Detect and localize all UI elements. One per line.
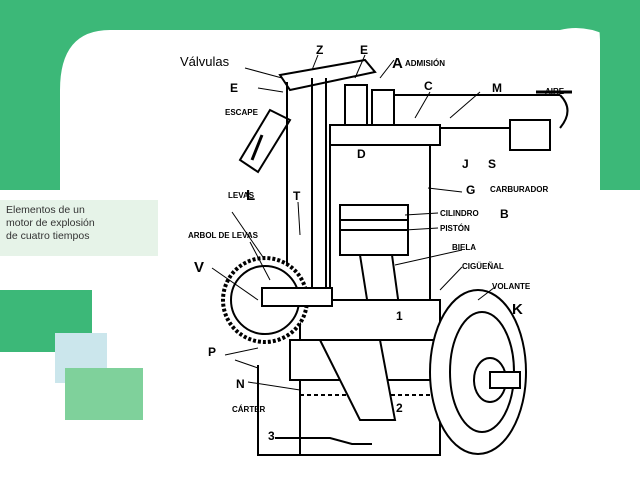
letter-z: Z: [316, 43, 323, 57]
crank-web: [318, 339, 397, 421]
label-admision: ADMISIÓN: [405, 59, 445, 68]
label-escape: ESCAPE: [225, 108, 259, 117]
label-ciguenal: CIGÜEÑAL: [462, 262, 504, 271]
letter-m: M: [492, 81, 502, 95]
letter-c: C: [424, 79, 433, 93]
letter-g: G: [466, 183, 475, 197]
top-green-banner: [0, 0, 640, 190]
label-piston: PISTÓN: [440, 224, 470, 233]
letter-s: S: [488, 157, 496, 171]
exhaust-pipe: [238, 108, 292, 174]
light-green-block: [65, 368, 143, 420]
letter-d: D: [357, 147, 366, 161]
caption-box: Elementos de un motor de explosión de cu…: [0, 200, 158, 256]
carburetor-body: [509, 119, 551, 151]
letter-e-left: E: [230, 81, 238, 95]
letter-t: T: [293, 189, 301, 203]
number-3: 3: [268, 429, 275, 443]
caption-line-3: de cuatro tiempos: [6, 230, 90, 242]
cylinder-head: [329, 124, 441, 146]
output-shaft: [489, 371, 521, 389]
letter-a: A: [392, 55, 403, 72]
label-cilindro: CILINDRO: [440, 209, 479, 218]
label-aire: AIRE: [545, 87, 565, 96]
letter-v: V: [194, 259, 204, 276]
number-1: 1: [396, 309, 403, 323]
letter-k: K: [512, 301, 523, 318]
label-volante: VOLANTE: [492, 282, 531, 291]
camshaft: [261, 287, 333, 307]
label-arbol-de-levas: ARBOL DE LEVAS: [188, 231, 259, 240]
right-green-edge: [598, 0, 640, 190]
caption-line-2: motor de explosión: [6, 217, 95, 229]
label-levas: LEVAS: [228, 191, 255, 200]
oil-line: [257, 365, 372, 456]
letter-e-top: E: [360, 43, 368, 57]
letter-l: L: [246, 187, 255, 204]
label-carburador: CARBURADOR: [490, 185, 548, 194]
letter-n: N: [236, 377, 245, 391]
letter-j: J: [462, 157, 469, 171]
caption-line-1: Elementos de un: [6, 204, 85, 216]
exhaust-arrow: [250, 134, 264, 161]
letter-b: B: [500, 207, 509, 221]
label-valvulas: Válvulas: [180, 54, 230, 69]
number-2: 2: [396, 401, 403, 415]
label-carter: CÁRTER: [232, 405, 266, 414]
label-biela: BIELA: [452, 243, 476, 252]
letter-p: P: [208, 345, 216, 359]
flywheel-outer: [429, 289, 527, 455]
